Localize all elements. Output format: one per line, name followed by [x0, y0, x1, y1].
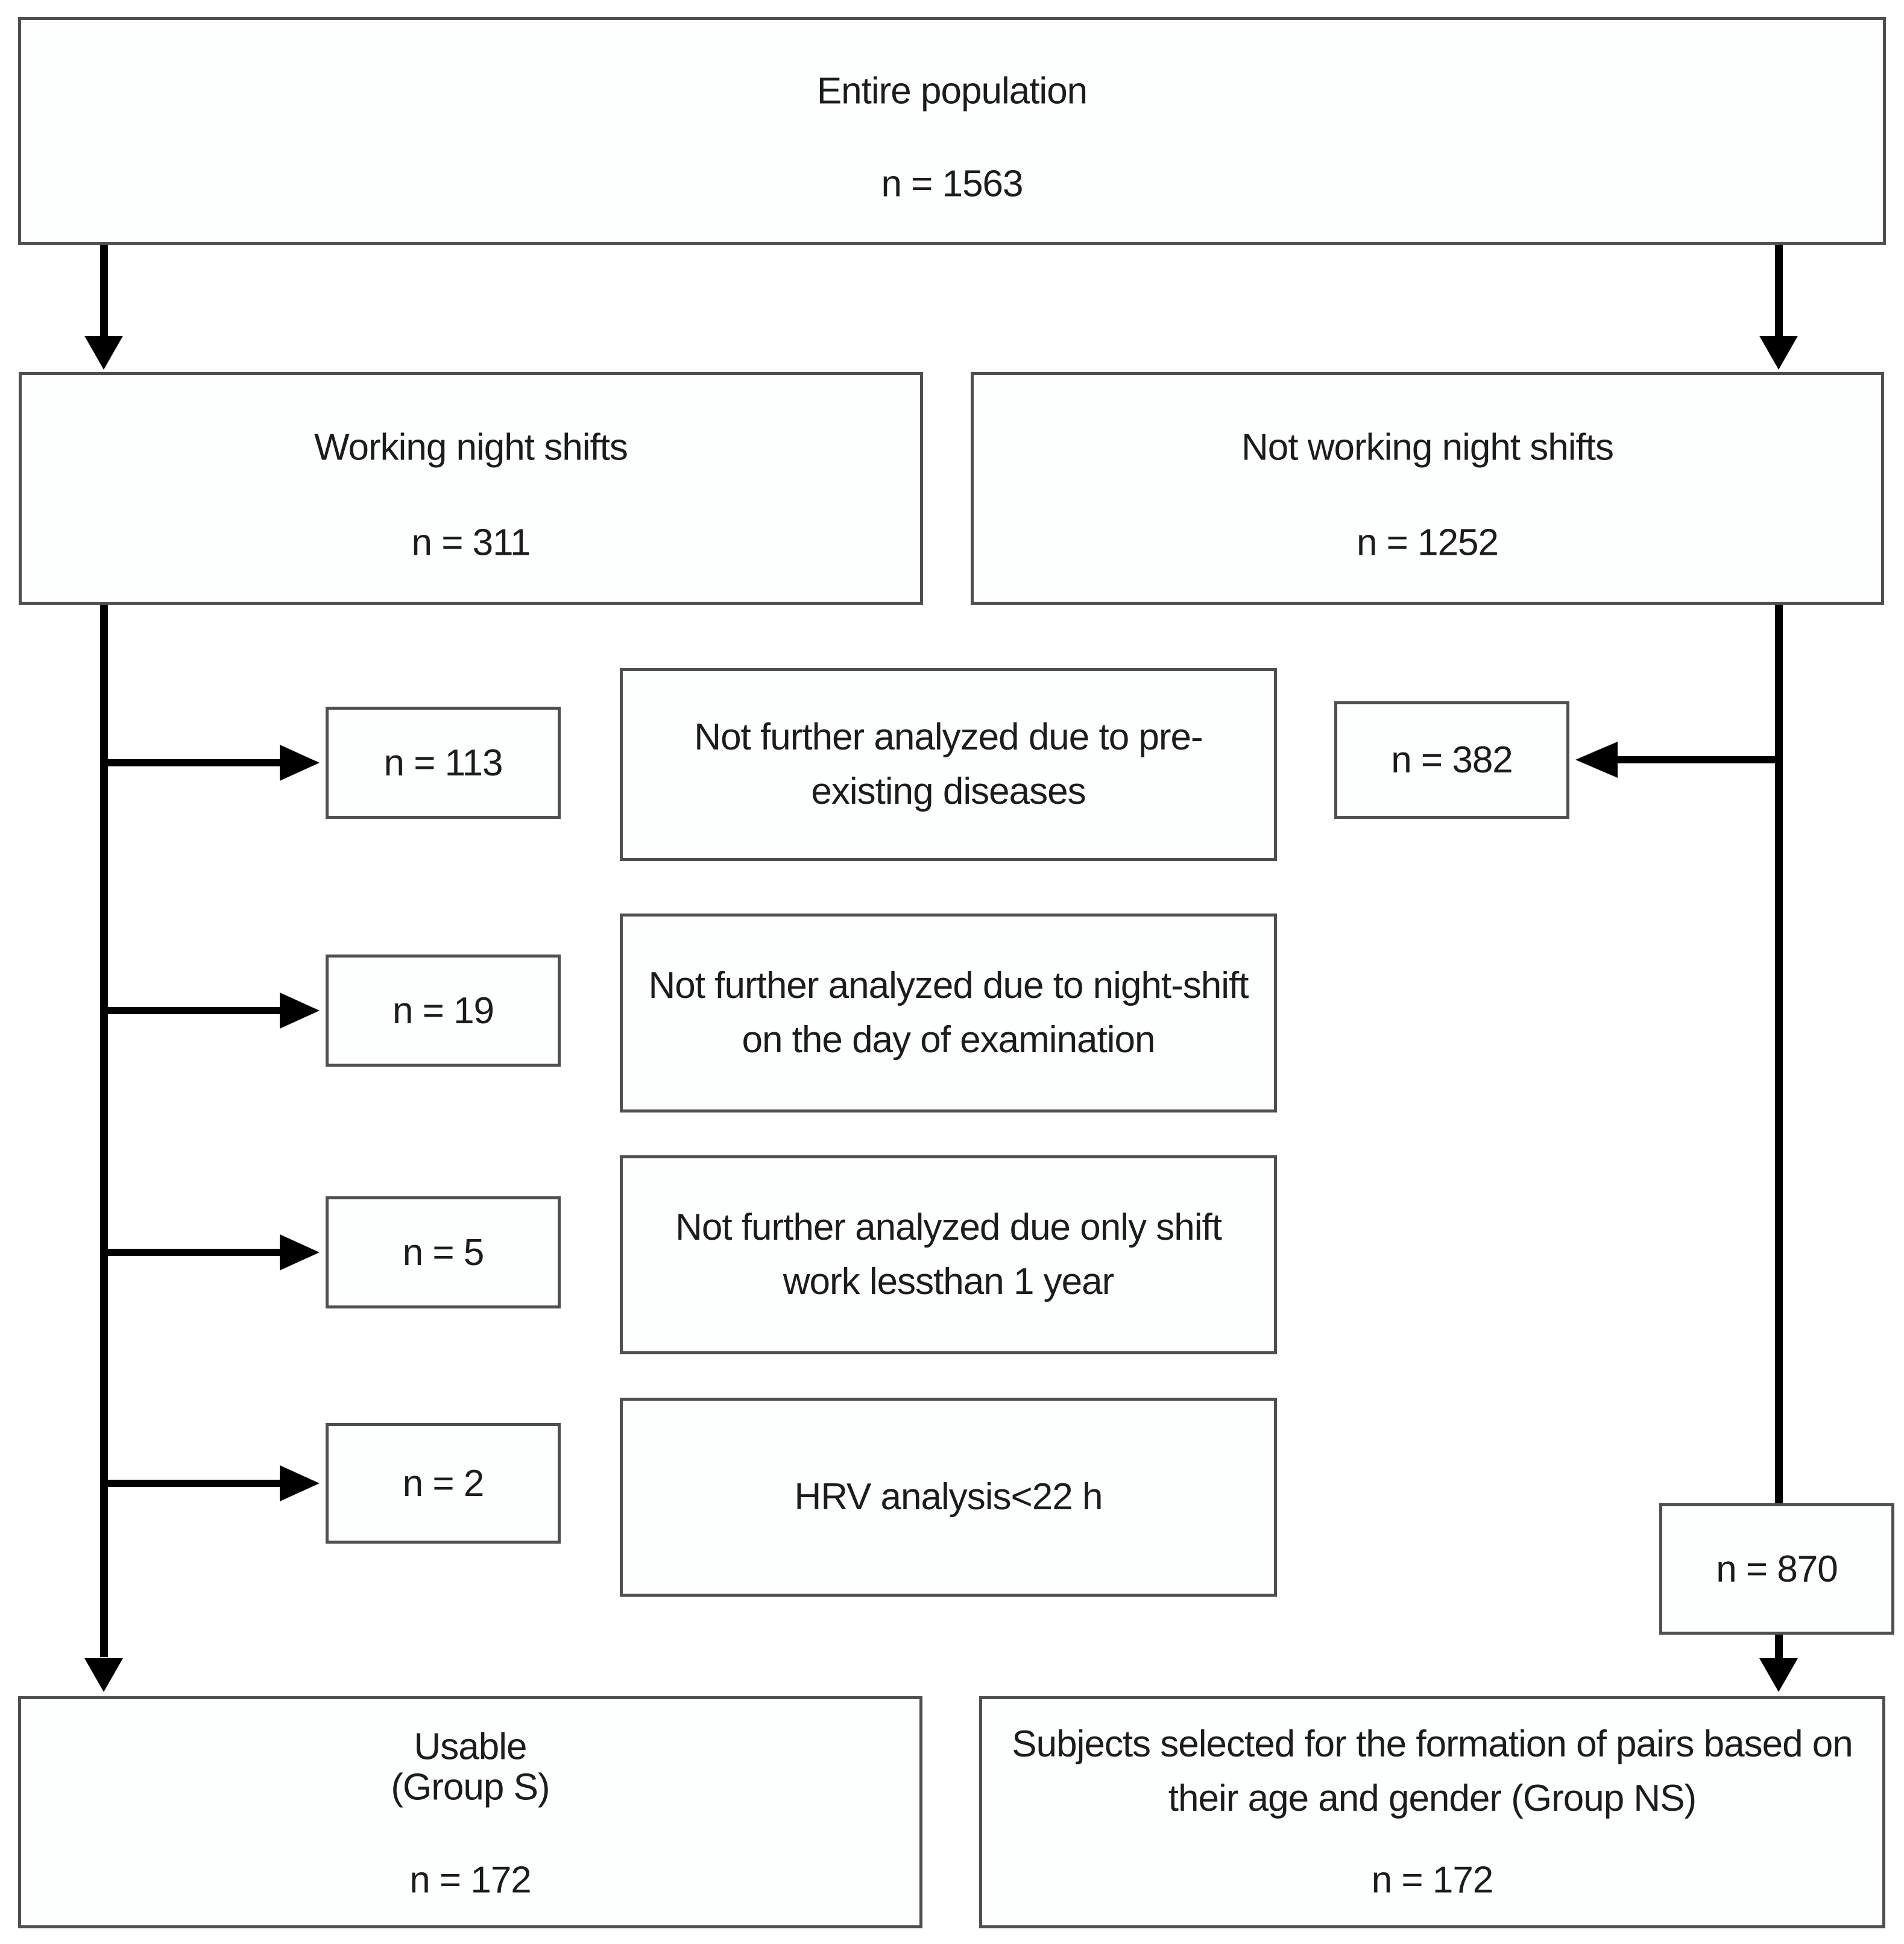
exclusion-2-reason-box: Not further analyzed due to night-shift … [620, 914, 1277, 1112]
connector-working-trunk [100, 605, 108, 1657]
exclusion-3-count: n = 5 [402, 1231, 485, 1273]
exclusion-1-reason-box: Not further analyzed due to pre-existing… [620, 668, 1277, 861]
arrowhead-top-to-working [84, 336, 123, 370]
connector-exclusion-1-shaft [104, 759, 280, 766]
selected-pairs-label: Subjects selected for the formation of p… [1012, 1723, 1853, 1819]
arrowhead-excluded-not-working [1575, 742, 1618, 778]
connector-top-to-working-shaft [100, 245, 108, 341]
connector-exclusion-4-shaft [104, 1480, 280, 1487]
working-night-shifts-box: Working night shifts n = 311 [19, 372, 923, 605]
arrowhead-exclusion-1 [280, 745, 320, 781]
remaining-not-working-count: n = 870 [1716, 1548, 1838, 1590]
not-working-night-shifts-label: Not working night shifts [1241, 426, 1614, 469]
remaining-not-working-box: n = 870 [1659, 1503, 1894, 1635]
exclusion-4-count: n = 2 [402, 1462, 485, 1504]
arrowhead-exclusion-2 [280, 993, 320, 1029]
arrowhead-top-to-notworking [1759, 336, 1798, 370]
exclusion-1-count: n = 113 [383, 742, 503, 784]
exclusion-1-count-box: n = 113 [326, 707, 561, 819]
arrowhead-exclusion-3 [280, 1234, 320, 1270]
entire-population-box: Entire population n = 1563 [18, 17, 1886, 245]
exclusion-4-reason: HRV analysis<22 h [794, 1476, 1103, 1518]
arrowhead-exclusion-4 [280, 1465, 320, 1501]
connector-exclusion-3-shaft [104, 1249, 280, 1256]
exclusion-1-reason: Not further analyzed due to pre-existing… [694, 716, 1203, 812]
working-night-shifts-count: n = 311 [411, 522, 531, 564]
connector-top-to-notworking-shaft [1775, 245, 1783, 341]
exclusion-3-reason-box: Not further analyzed due only shift work… [620, 1155, 1277, 1354]
excluded-not-working-box: n = 382 [1334, 701, 1569, 819]
selected-pairs-group-ns-box: Subjects selected for the formation of p… [979, 1696, 1885, 1928]
entire-population-label: Entire population [816, 70, 1088, 112]
connector-notworking-trunk-lower [1775, 1635, 1783, 1660]
usable-sublabel: (Group S) [391, 1766, 550, 1808]
arrowhead-working-to-usable [84, 1658, 123, 1692]
working-night-shifts-label: Working night shifts [314, 426, 628, 469]
not-working-night-shifts-box: Not working night shifts n = 1252 [971, 372, 1884, 605]
exclusion-2-reason: Not further analyzed due to night-shift … [648, 965, 1249, 1061]
usable-count: n = 172 [409, 1859, 532, 1901]
connector-notworking-trunk-upper [1775, 605, 1783, 1506]
excluded-not-working-count: n = 382 [1391, 739, 1513, 781]
exclusion-2-count-box: n = 19 [326, 955, 561, 1067]
exclusion-4-count-box: n = 2 [326, 1423, 561, 1544]
exclusion-4-reason-box: HRV analysis<22 h [620, 1398, 1277, 1597]
arrowhead-notworking-to-pairs [1759, 1658, 1798, 1692]
usable-group-s-box: Usable (Group S) n = 172 [18, 1696, 922, 1928]
exclusion-3-count-box: n = 5 [326, 1196, 561, 1308]
selected-pairs-count: n = 172 [1371, 1859, 1494, 1901]
exclusion-2-count: n = 19 [392, 989, 494, 1032]
connector-excluded-not-working-shaft [1618, 756, 1775, 763]
not-working-night-shifts-count: n = 1252 [1356, 522, 1499, 564]
usable-label: Usable [414, 1726, 528, 1768]
exclusion-3-reason: Not further analyzed due only shift work… [675, 1207, 1222, 1302]
entire-population-count: n = 1563 [881, 163, 1023, 205]
connector-exclusion-2-shaft [104, 1007, 280, 1014]
